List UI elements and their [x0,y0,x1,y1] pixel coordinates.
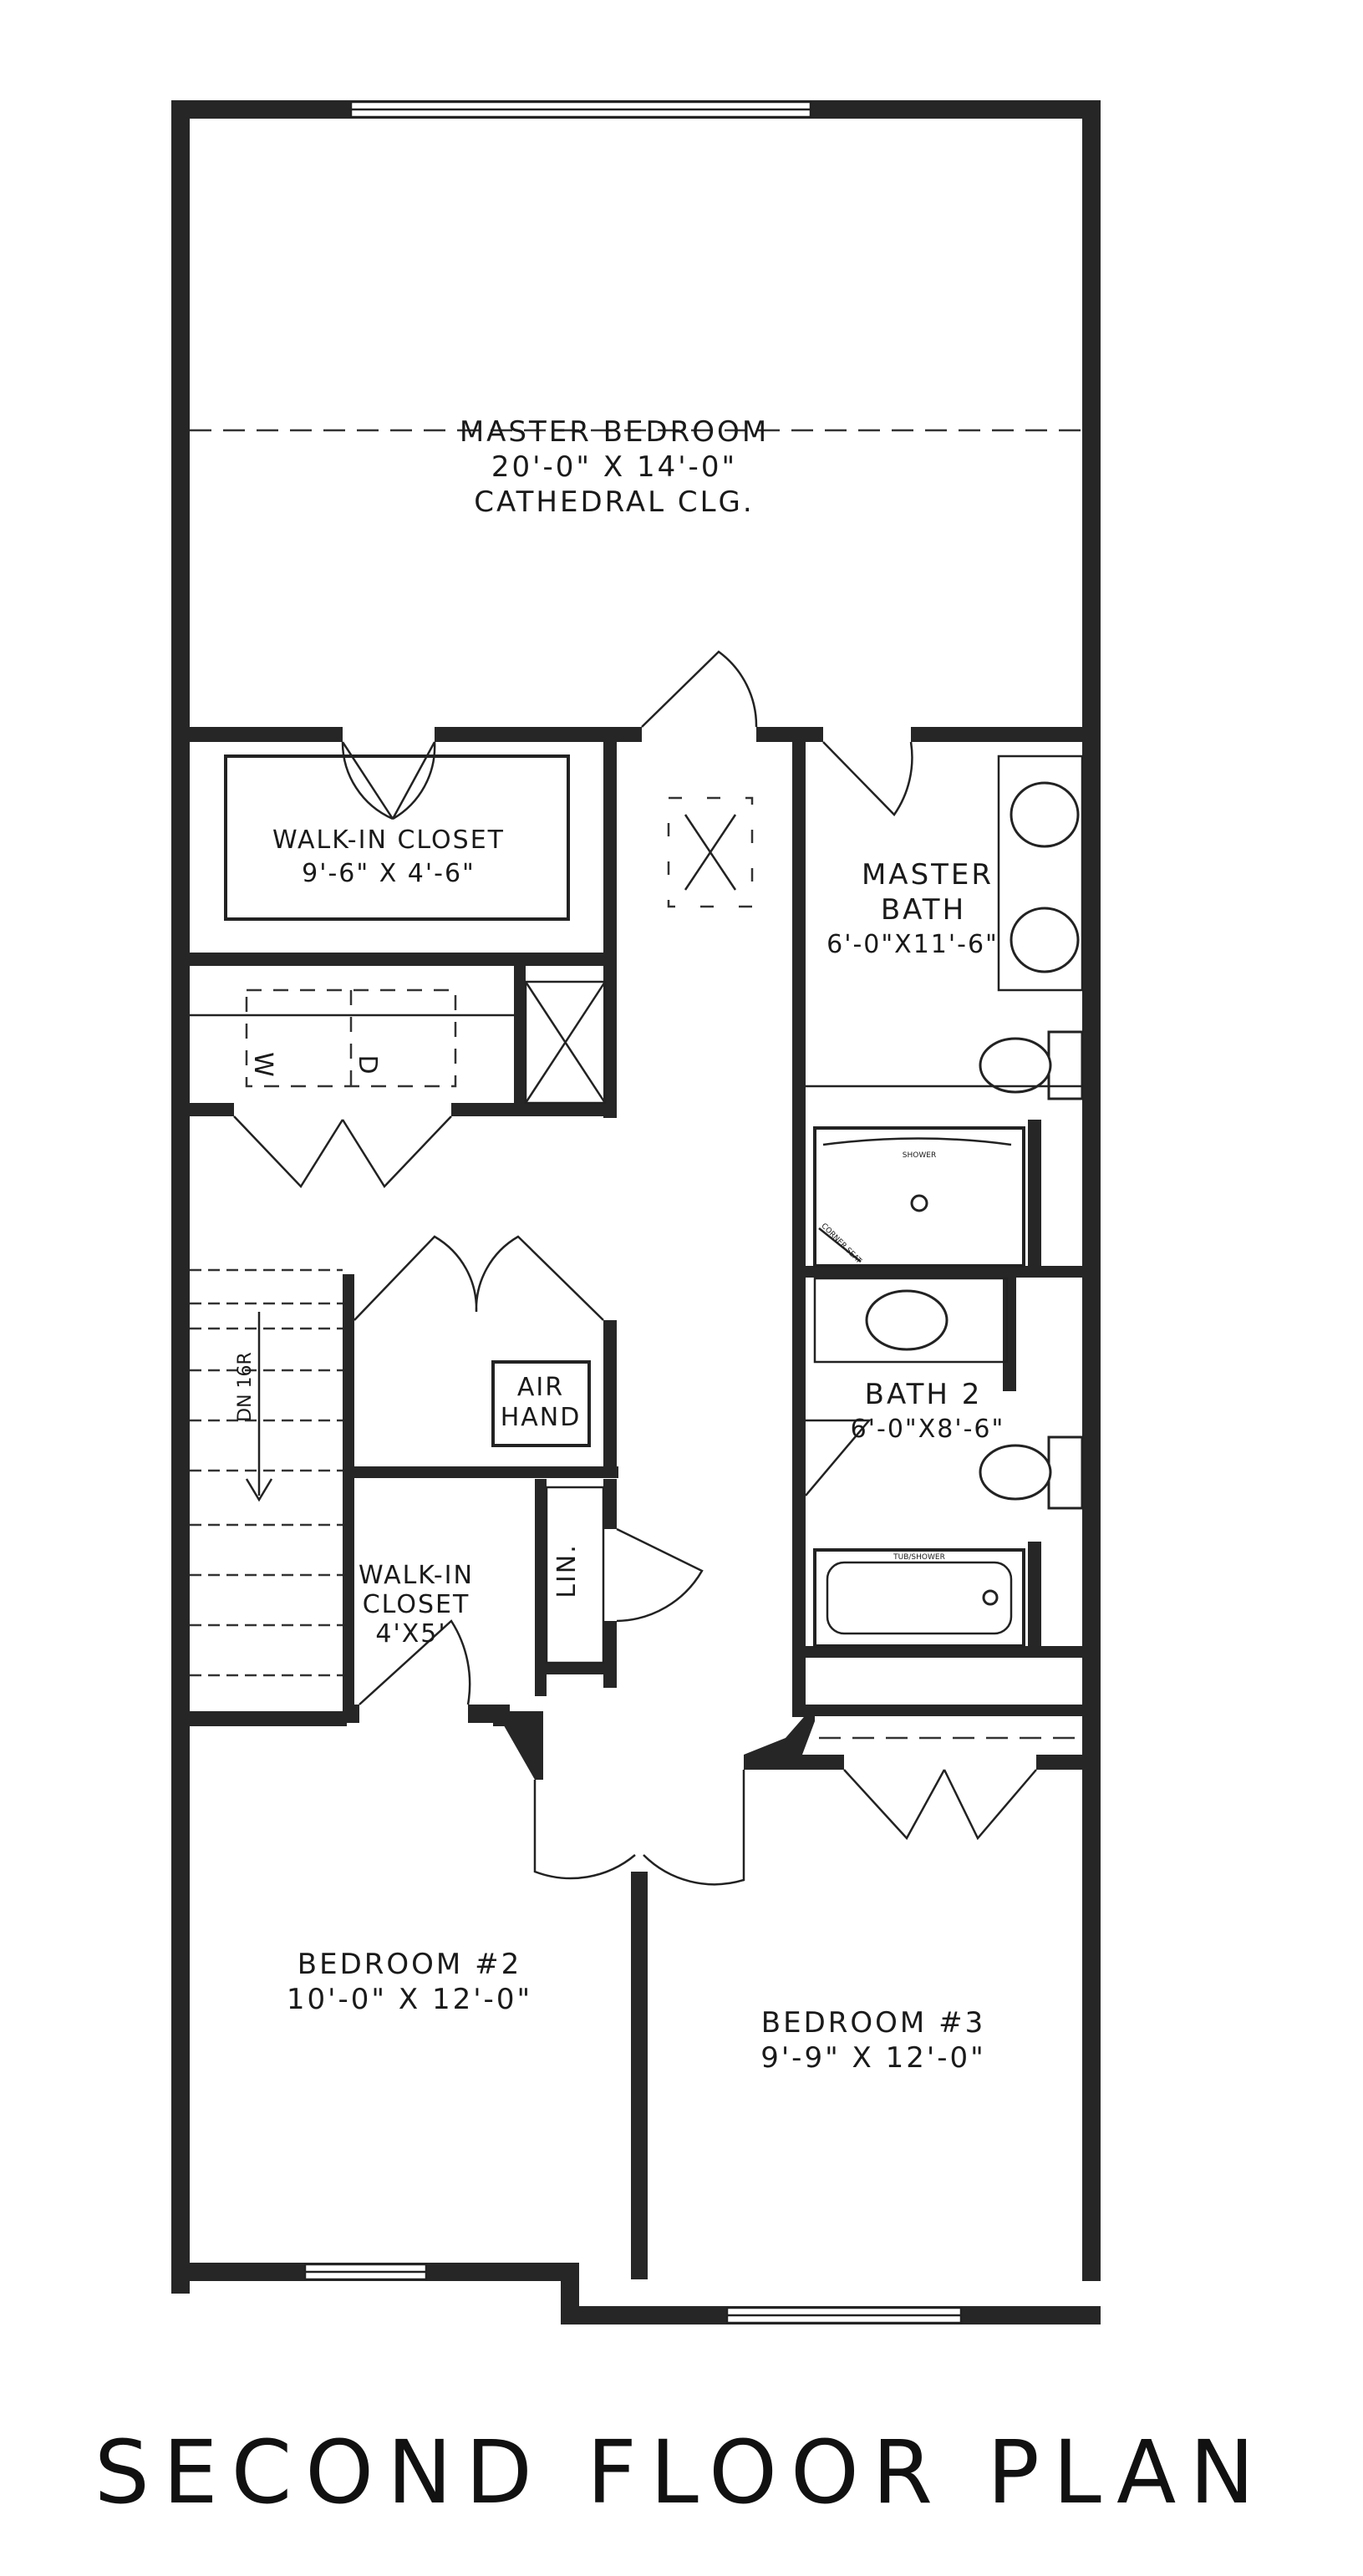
bedroom3-size: 9'-9" X 12'-0" [760,2041,986,2075]
master-bedroom-note: CATHEDRAL CLG. [474,485,754,519]
hall-closet-size: 4'X5' [375,1619,446,1649]
bath2-name: BATH 2 [865,1378,983,1411]
bedroom2-size: 10'-0" X 12'-0" [287,1983,532,2016]
master-shower [813,1126,1025,1268]
master-bath-name: MASTER [862,858,994,892]
bedroom2-name: BEDROOM #2 [298,1948,521,1981]
corner-seat-label: CORNER SEAT [819,1222,862,1266]
master-bath-size: 6'-0"X11'-6" [826,930,999,959]
bath2-tub [813,1548,1025,1648]
bath2-size: 6'-0"X8'-6" [851,1415,1005,1444]
stair [190,1268,343,1677]
master-vanity [997,755,1084,992]
bath2-sink [813,1277,1009,1364]
closet-shelf [224,755,570,921]
linen-label: LIN. [552,1543,582,1598]
air-handler-unit [491,1360,591,1447]
doors [233,650,1082,1886]
master-toilet [979,1030,1084,1100]
interior-walls [171,727,1101,2279]
storage-closet [524,980,607,1105]
air-hand-line2: HAND [501,1403,582,1432]
attic-access [667,796,754,908]
dryer-label: D [353,1054,382,1075]
linen-closet [545,1486,605,1664]
master-closet-size: 9'-6" X 4'-6" [302,859,476,888]
washer-dryer [190,988,514,1088]
stair-label: DN 16R [235,1352,256,1422]
air-hand-line1: AIR [517,1373,564,1402]
room-labels: MASTER BEDROOM 20'-0" X 14'-0" CATHEDRAL… [272,415,1005,2075]
master-closet-name: WALK-IN CLOSET [272,826,505,855]
plan-title: SECOND FLOOR PLAN [94,2421,1268,2523]
master-bedroom-name: MASTER BEDROOM [460,415,769,449]
windows [303,100,963,2324]
hall-closet-name2: CLOSET [363,1590,470,1619]
master-bath-name2: BATH [881,893,966,927]
hall-closet-name: WALK-IN [359,1561,474,1590]
shower-label: SHOWER [903,1151,936,1160]
bedroom3-name: BEDROOM #3 [761,2006,985,2040]
washer-label: W [248,1052,277,1079]
bath2-toilet [979,1435,1084,1510]
master-bedroom-size: 20'-0" X 14'-0" [491,450,737,484]
tub-shower-label: TUB/SHOWER [893,1553,945,1562]
